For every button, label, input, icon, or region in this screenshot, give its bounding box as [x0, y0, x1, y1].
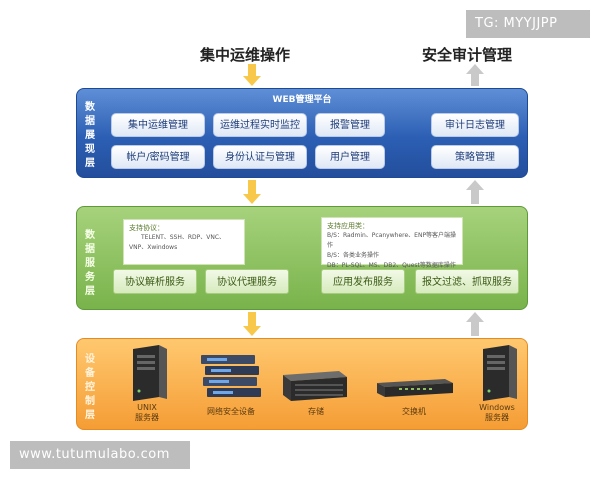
module-user-management: 用户管理 — [315, 145, 385, 169]
watermark-bottom: www.tutumulabo.com — [10, 441, 190, 469]
protocol-support-note: 支持协议： TELENT、SSH、RDP、VNC、 VNP、Xwindows — [123, 219, 245, 265]
layer-label-char: 现 — [85, 144, 95, 155]
layer-label-char: 数 — [85, 102, 95, 113]
device-label-line: Windows — [479, 403, 515, 412]
app-note-line: B/S：Radmin、Pcanywhere、ENP等客户端操作 — [327, 232, 457, 249]
service-app-publishing: 应用发布服务 — [321, 269, 405, 294]
watermark-top: TG: MYYJJPP — [466, 10, 590, 38]
device-control-layer: 设备控制层 UNIX 服务器 网络安全设备 存储 — [76, 338, 528, 430]
layer-label-char: 备 — [85, 368, 95, 379]
protocol-note-title: 支持协议： — [129, 224, 164, 232]
layer-label-char: 据 — [85, 116, 95, 127]
layer-label-char: 展 — [85, 130, 95, 141]
storage-array-icon — [283, 371, 347, 401]
service-packet-filtering: 报文过滤、抓取服务 — [415, 269, 519, 294]
network-security-device-icon — [201, 355, 261, 397]
layer-label-char: 层 — [85, 410, 95, 421]
layer-label-char: 数 — [85, 230, 95, 241]
module-policy: 策略管理 — [431, 145, 519, 169]
device-label-windows: Windows 服务器 — [471, 403, 523, 423]
heading-centralized-ops: 集中运维操作 — [200, 46, 291, 64]
device-label-switch: 交换机 — [402, 407, 426, 416]
layer-label-char: 服 — [85, 258, 95, 269]
layer-label-char: 设 — [85, 354, 95, 365]
layer-label-char: 制 — [85, 396, 95, 407]
unix-server-icon — [133, 345, 167, 401]
layer-label-control: 设备控制层 — [83, 353, 97, 423]
app-note-line: DB：PL-SQL、MS、DB2、Quest等数据库操作 — [327, 262, 456, 269]
layer-label-presentation: 数据展现层 — [83, 101, 97, 171]
module-centralized-ops: 集中运维管理 — [111, 113, 205, 137]
module-account-password: 帐户/密码管理 — [111, 145, 205, 169]
service-protocol-parsing: 协议解析服务 — [113, 269, 197, 294]
app-note-title: 支持应用类： — [327, 222, 369, 230]
service-protocol-proxy: 协议代理服务 — [205, 269, 289, 294]
layer-label-char: 层 — [85, 286, 95, 297]
web-platform-title: WEB管理平台 — [272, 95, 332, 105]
windows-server-icon — [483, 345, 517, 401]
protocol-note-line: VNP、Xwindows — [129, 244, 178, 251]
device-label-line: 服务器 — [135, 413, 159, 422]
application-support-note: 支持应用类： B/S：Radmin、Pcanywhere、ENP等客户端操作 B… — [321, 217, 463, 269]
data-presentation-layer: 数据展现层 WEB管理平台 集中运维管理 运维过程实时监控 报警管理 审计日志管… — [76, 88, 528, 178]
layer-label-char: 据 — [85, 244, 95, 255]
module-identity-auth: 身份认证与管理 — [213, 145, 307, 169]
module-audit-log: 审计日志管理 — [431, 113, 519, 137]
device-label-network-security: 网络安全设备 — [207, 407, 255, 416]
device-label-unix: UNIX 服务器 — [123, 403, 171, 423]
data-service-layer: 数据服务层 支持协议： TELENT、SSH、RDP、VNC、 VNP、Xwin… — [76, 206, 528, 310]
app-note-line: B/S：各类业务操作 — [327, 252, 379, 259]
layer-label-char: 务 — [85, 272, 95, 283]
protocol-note-line: TELENT、SSH、RDP、VNC、 — [141, 234, 226, 241]
device-label-line: 服务器 — [485, 413, 509, 422]
device-label-line: UNIX — [137, 403, 157, 412]
layer-label-service: 数据服务层 — [83, 229, 97, 299]
device-label-storage: 存储 — [308, 407, 324, 416]
switch-icon — [377, 379, 453, 397]
heading-security-audit: 安全审计管理 — [422, 46, 513, 64]
module-alarm: 报警管理 — [315, 113, 385, 137]
layer-label-char: 层 — [85, 158, 95, 169]
layer-label-char: 控 — [85, 382, 95, 393]
module-realtime-monitor: 运维过程实时监控 — [213, 113, 307, 137]
